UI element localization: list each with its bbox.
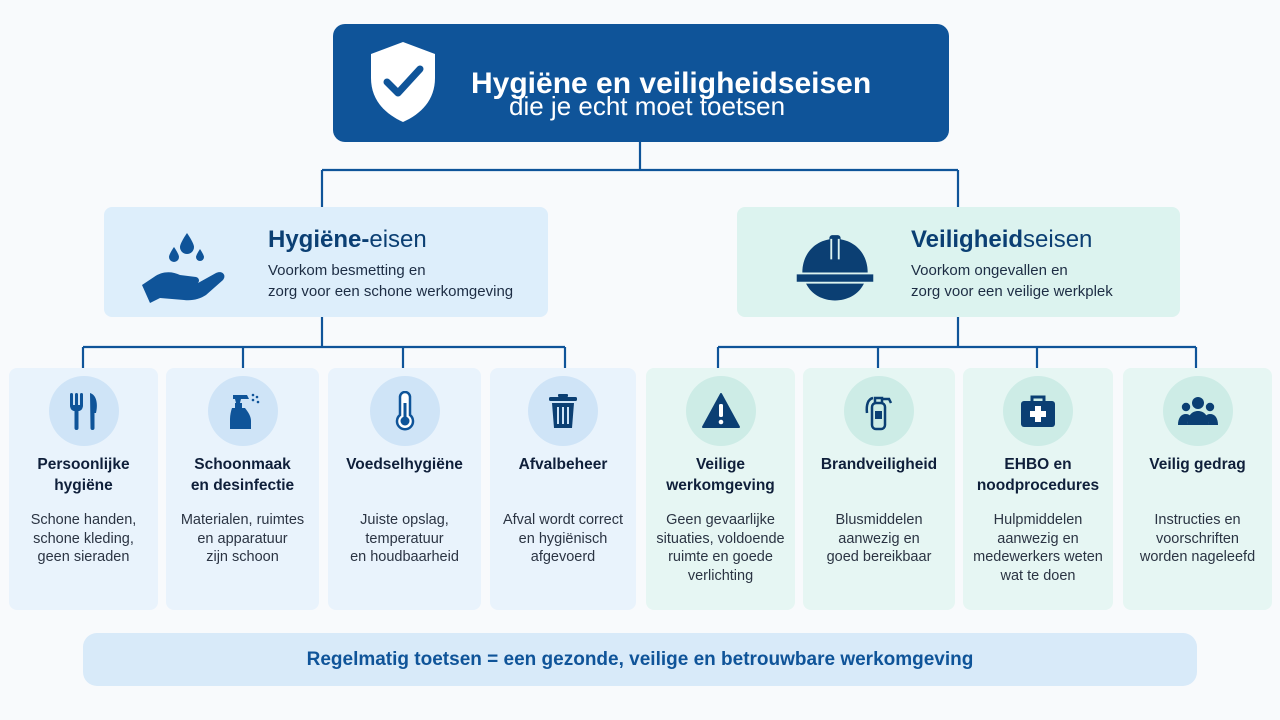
- card-description: Schone handen,schone kleding,geen sierad…: [30, 512, 137, 565]
- page-title: Hygiëne en veiligheidseisen: [471, 67, 872, 100]
- spray-bottle-icon: [229, 393, 259, 429]
- category-safety: Veiligheidseisen Voorkom ongevallen en z…: [737, 207, 1180, 317]
- category-desc-hygiene: Voorkom besmetting en zorg voor een scho…: [268, 262, 514, 300]
- category-title-hygiene: Hygiëne-eisen: [268, 226, 427, 253]
- fire-extinguisher-icon: [865, 396, 893, 431]
- group-people-icon: [1177, 397, 1218, 425]
- card-title: Voedselhygiëne: [346, 456, 463, 473]
- card-title: Brandveiligheid: [820, 456, 938, 473]
- trash-can-icon: [549, 394, 577, 428]
- first-aid-kit-icon: [1021, 395, 1055, 427]
- connector-hygiene: [81, 317, 567, 368]
- card-title: Veilig gedrag: [1149, 456, 1246, 473]
- thermometer-icon: [395, 391, 414, 431]
- page-subtitle: die je echt moet toetsen: [509, 91, 786, 121]
- fork-knife-icon: [69, 393, 97, 430]
- category-title-safety: Veiligheidseisen: [911, 226, 1093, 253]
- footer-banner: Regelmatig toetsen = een gezonde, veilig…: [83, 633, 1197, 686]
- title-box: Hygiëne en veiligheidseisen die je echt …: [333, 24, 949, 142]
- card-voedselhygiene: Voedselhygiëne Juiste opslag,temperatuur…: [328, 368, 481, 610]
- connector-title: [320, 142, 960, 207]
- connector-safety: [716, 317, 1198, 368]
- card-title: Afvalbeheer: [518, 456, 608, 473]
- hard-hat-icon: [796, 235, 874, 301]
- category-desc-safety: Voorkom ongevallen en zorg voor een veil…: [911, 262, 1113, 300]
- shield-check-icon: [371, 42, 435, 122]
- hand-water-drops-icon: [142, 233, 225, 303]
- warning-triangle-icon: [701, 393, 740, 428]
- category-hygiene: Hygiëne-eisen Voorkom besmetting en zorg…: [104, 207, 548, 317]
